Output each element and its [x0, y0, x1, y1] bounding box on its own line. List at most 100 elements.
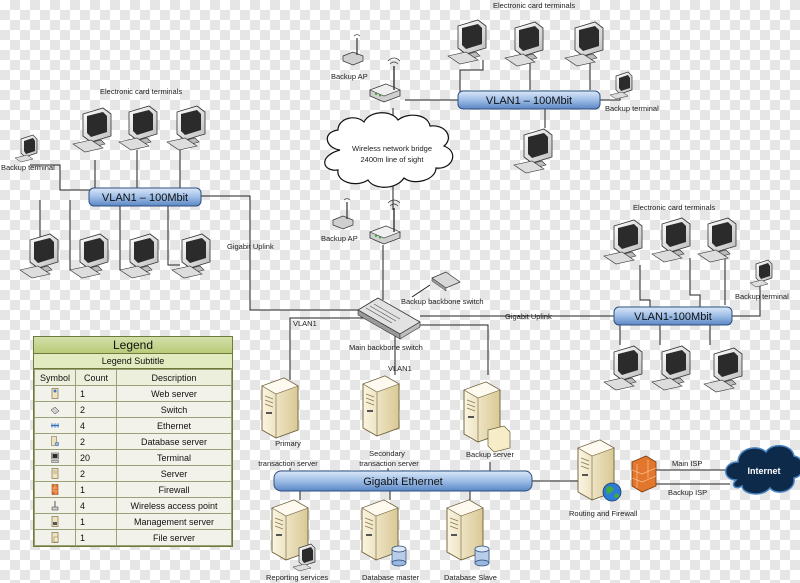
label-gigabit-uplink-right: Gigabit Uplink [505, 312, 552, 321]
backup-backbone-switch [431, 271, 461, 292]
terminal-icon [703, 347, 743, 393]
vlan-bar-top: VLAN1 – 100Mbit [457, 90, 601, 110]
legend-row: 4 Ethernet [34, 417, 232, 434]
legend-description: Server [116, 465, 232, 482]
label-vlan1-small-center: VLAN1 [388, 364, 412, 373]
label-secondary-line1: Secondary [369, 449, 405, 458]
legend-row: 2 Database server [34, 433, 232, 450]
terminal-icon [697, 217, 737, 263]
internet-label: Internet [747, 466, 780, 476]
legend-count: 4 [75, 417, 117, 434]
label-backup-server: Backup server [466, 450, 514, 459]
legend-description: Switch [116, 401, 232, 418]
terminal-icon [118, 105, 158, 151]
vlan-label-right: VLAN1-100Mbit [634, 311, 712, 323]
vlan-label-left: VLAN1 – 100Mbit [102, 192, 188, 204]
label-ect-right: Electronic card terminals [633, 203, 715, 212]
legend-count: 2 [75, 401, 117, 418]
vlan-bar-right: VLAN1-100Mbit [613, 306, 733, 326]
legend-header-description: Description [116, 369, 232, 386]
gigabit-ethernet-bar: Gigabit Ethernet [273, 470, 533, 492]
label-backup-ap-top: Backup AP [331, 72, 368, 81]
label-ect-top-right: Electronic card terminals [493, 1, 575, 10]
label-routing-firewall: Routing and Firewall [569, 509, 638, 518]
terminal-icon [603, 345, 643, 391]
legend-description: Terminal [116, 449, 232, 466]
globe-icon [602, 482, 622, 502]
cloud-label-line2: 2400m line of sight [361, 155, 425, 164]
label-gigabit-uplink-left: Gigabit Uplink [227, 242, 274, 251]
legend-description: Firewall [116, 481, 232, 498]
wireless-access-point-icon [332, 197, 354, 230]
wireless-access-point-icon [51, 501, 59, 511]
legend-row: 4 Wireless access point [34, 497, 232, 514]
legend-row: 2 Switch [34, 401, 232, 418]
terminal-icon [651, 217, 691, 263]
label-ect-top-left: Electronic card terminals [100, 87, 182, 96]
legend-count: 1 [75, 481, 117, 498]
legend-description: Ethernet [116, 417, 232, 434]
wireless-bridge-cloud: Wireless network bridge 2400m line of si… [324, 112, 454, 188]
legend-count: 1 [75, 529, 117, 546]
label-main-isp: Main ISP [672, 459, 702, 468]
label-backup-terminal-right-top: Backup terminal [605, 104, 659, 113]
database-server-icon [51, 436, 59, 447]
firewall-icon [631, 455, 657, 493]
switch-icon [51, 406, 59, 415]
terminal-icon [504, 21, 544, 67]
legend-row: 1 Web server [34, 385, 232, 402]
file-server-icon [51, 532, 59, 543]
web-server-icon [51, 388, 59, 399]
terminal-icon [603, 219, 643, 265]
legend-title: Legend [34, 337, 232, 354]
terminal-icon [119, 233, 159, 279]
terminal-icon [513, 128, 553, 174]
terminal-icon [72, 107, 112, 153]
vlan-bar-left: VLAN1 – 100Mbit [88, 187, 202, 207]
label-reporting-services: Reporting services [266, 573, 328, 582]
label-backup-ap-mid: Backup AP [321, 234, 358, 243]
web-server-icon [261, 377, 299, 439]
legend-row: 2 Server [34, 465, 232, 482]
firewall-icon [51, 484, 59, 495]
legend-row: 1 Firewall [34, 481, 232, 498]
folder-icon [487, 425, 511, 453]
terminal-icon [564, 21, 604, 67]
main-backbone-switch [357, 297, 421, 340]
terminal-icon [19, 233, 59, 279]
legend-header-row: Symbol Count Description [34, 369, 232, 386]
cloud-label-line1: Wireless network bridge [352, 144, 432, 153]
terminal-icon [651, 345, 691, 391]
database-icon [391, 545, 407, 567]
backup-terminal-icon [749, 259, 773, 288]
legend-description: Web server [116, 385, 232, 402]
label-primary-line2: transaction server [258, 459, 318, 468]
terminal-icon [51, 452, 59, 463]
label-secondary-line2: transaction server [359, 459, 419, 468]
label-database-master: Database master [362, 573, 420, 582]
management-server-icon [51, 516, 59, 527]
server-icon [51, 468, 59, 479]
legend-count: 1 [75, 385, 117, 402]
label-backup-terminal-left: Backup terminal [1, 163, 55, 172]
legend-count: 2 [75, 433, 117, 450]
label-vlan1-small-left: VLAN1 [293, 319, 317, 328]
terminal-icon [447, 19, 487, 65]
legend-row: 1 File server [34, 529, 232, 546]
server-icon [362, 375, 400, 437]
legend-description: Database server [116, 433, 232, 450]
label-primary-line1: Primary [275, 439, 301, 448]
legend-count: 2 [75, 465, 117, 482]
legend-count: 20 [75, 449, 117, 466]
label-database-slave: Database Slave [444, 573, 497, 582]
legend-description: Management server [116, 513, 232, 530]
terminal-icon [171, 233, 211, 279]
legend-header-symbol: Symbol [34, 369, 76, 386]
wireless-access-point-icon [369, 57, 401, 103]
wireless-access-point-icon [369, 199, 401, 245]
label-backup-terminal-right: Backup terminal [735, 292, 789, 301]
legend-description: File server [116, 529, 232, 546]
terminal-icon [69, 233, 109, 279]
backup-terminal-icon [609, 71, 633, 100]
label-main-backbone-switch: Main backbone switch [349, 343, 423, 352]
